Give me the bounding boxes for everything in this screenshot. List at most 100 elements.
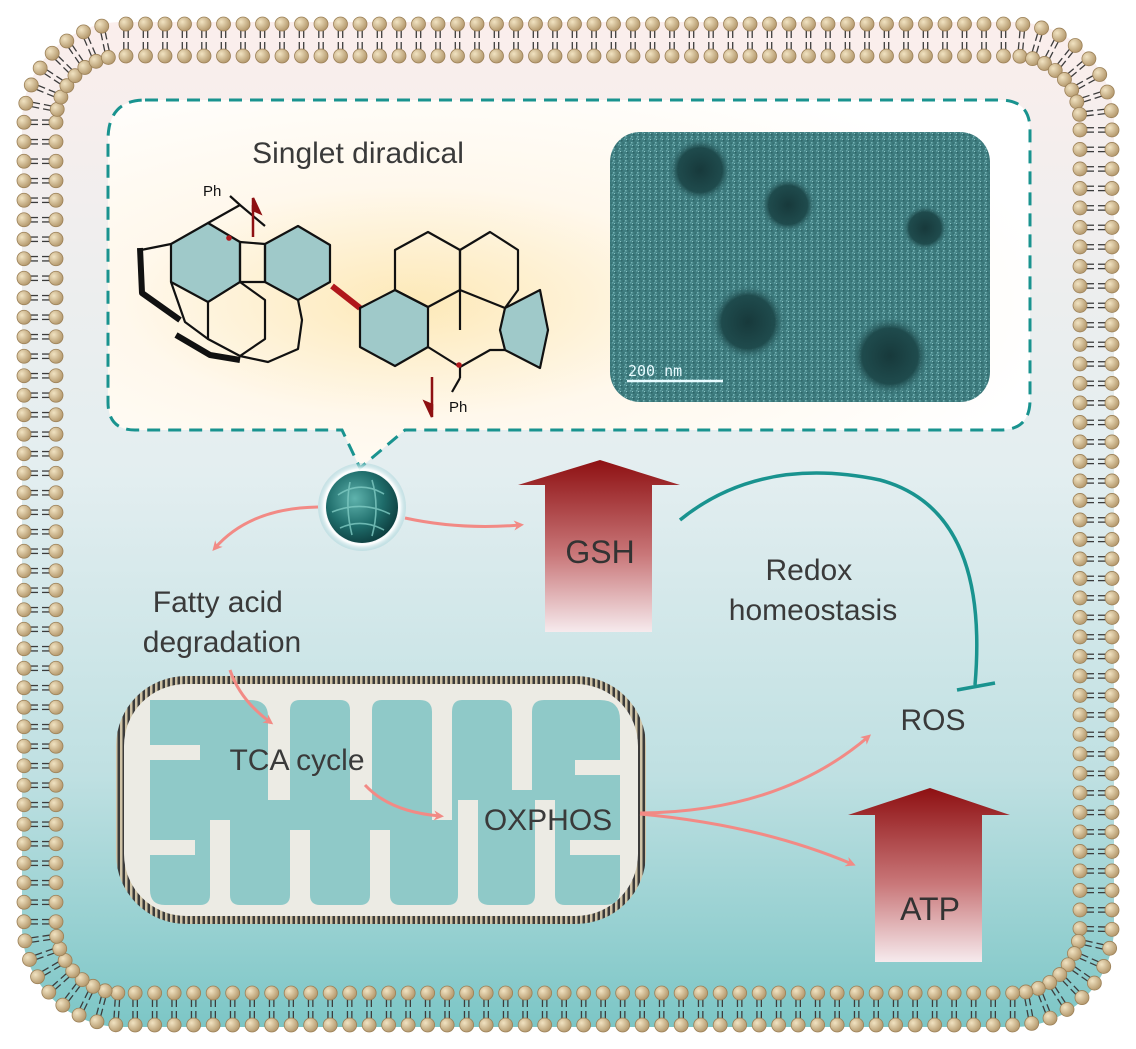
lipid-head <box>1072 454 1088 469</box>
lipid-head <box>411 48 426 64</box>
lipid-head <box>1072 512 1088 528</box>
lipid-head <box>1072 766 1088 781</box>
tca-cycle-label: TCA cycle <box>229 744 364 777</box>
lipid-head <box>907 985 923 1001</box>
lipid-head <box>556 1017 572 1033</box>
lipid-head <box>489 16 504 32</box>
lipid-head <box>48 602 64 618</box>
lipid-head <box>16 348 32 364</box>
lipid-head <box>294 48 309 64</box>
lipid-head <box>16 914 32 930</box>
lipid-head <box>1104 337 1120 352</box>
lipid-head <box>868 1017 884 1033</box>
spin-down-arrow-icon <box>422 377 434 418</box>
lipid-head <box>48 387 64 403</box>
lipid-head <box>1104 902 1120 918</box>
lipid-head <box>16 699 32 715</box>
lipid-head <box>547 48 563 64</box>
lipid-head <box>1034 20 1049 36</box>
lipid-head <box>693 1017 709 1033</box>
lipid-head <box>216 16 231 32</box>
lipid-head <box>1015 16 1031 32</box>
lipid-head <box>283 1017 299 1033</box>
lipid-head <box>400 1017 416 1033</box>
lipid-head <box>16 797 32 813</box>
lipid-head <box>65 963 81 979</box>
tem-micrograph: 200 nm <box>610 132 990 402</box>
lipid-head <box>67 68 83 84</box>
lipid-head <box>615 1017 631 1033</box>
lipid-head <box>898 16 914 32</box>
lipid-head <box>1072 610 1088 625</box>
arrow-np-to-fatty-acid <box>212 505 319 552</box>
lipid-head <box>1072 707 1088 723</box>
lipid-head <box>16 173 32 189</box>
lipid-head <box>48 543 64 559</box>
lipid-head <box>1104 298 1120 313</box>
lipid-head <box>801 16 816 32</box>
lipid-head <box>1072 298 1088 313</box>
lipid-head <box>751 985 767 1001</box>
lipid-head <box>1072 649 1088 664</box>
lipid-head <box>439 985 455 1001</box>
lipid-head <box>1104 376 1120 391</box>
lipid-head <box>528 16 543 32</box>
lipid-head <box>138 16 153 32</box>
lipid-head <box>1104 590 1120 606</box>
tem-scale-label: 200 nm <box>628 362 682 380</box>
lipid-head <box>48 329 64 345</box>
lipid-head <box>1072 883 1088 898</box>
lipid-head <box>16 270 32 286</box>
lipid-head <box>48 855 64 871</box>
lipid-head <box>1072 106 1087 122</box>
lipid-head <box>48 680 64 696</box>
lipid-head <box>723 48 738 64</box>
lipid-head <box>1072 668 1088 684</box>
redox-homeostasis-label: Redox homeostasis <box>729 554 897 627</box>
lipid-head <box>450 48 465 64</box>
arrow-fatty-to-tca <box>228 669 274 725</box>
lipid-head <box>400 985 416 1001</box>
lipid-head <box>946 1017 962 1033</box>
lipid-head <box>1104 688 1120 703</box>
lipid-head <box>196 16 212 32</box>
lipid-head <box>372 16 387 32</box>
lipid-head <box>48 524 64 540</box>
lipid-head <box>322 1017 338 1033</box>
lipid-head <box>673 985 689 1001</box>
lipid-head <box>48 309 64 325</box>
lipid-head <box>751 1017 767 1033</box>
lipid-head <box>147 985 163 1001</box>
lipid-head <box>849 1017 865 1033</box>
lipid-head <box>48 231 64 247</box>
lipid-head <box>48 270 64 286</box>
lipid-head <box>1072 434 1088 450</box>
lipid-head <box>918 16 933 32</box>
lipid-head <box>1104 317 1120 333</box>
radical-dot-bottom <box>456 362 462 368</box>
lipid-head <box>1086 975 1102 991</box>
lipid-head <box>85 978 101 994</box>
lipid-head <box>927 1017 943 1033</box>
lipid-head <box>48 192 64 208</box>
lipid-head <box>76 24 91 40</box>
lipid-head <box>430 48 446 64</box>
lipid-head <box>1104 805 1120 820</box>
lipid-head <box>1104 785 1120 801</box>
flow-arrows <box>212 505 872 867</box>
lipid-head <box>48 836 64 852</box>
lipid-head <box>361 985 377 1001</box>
lipid-head <box>1030 980 1046 996</box>
lipid-head <box>48 777 64 793</box>
arrow-tca-to-oxphos <box>363 783 444 821</box>
lipid-head <box>1072 805 1088 820</box>
lipid-head <box>127 985 143 1001</box>
lipid-head <box>489 48 504 64</box>
lipid-head <box>430 16 446 32</box>
lipid-head <box>1072 337 1088 352</box>
lipid-head <box>16 894 32 910</box>
lipid-head <box>1104 707 1120 723</box>
lipid-head <box>859 48 875 64</box>
lipid-head <box>16 465 32 481</box>
lipid-head <box>859 16 875 32</box>
